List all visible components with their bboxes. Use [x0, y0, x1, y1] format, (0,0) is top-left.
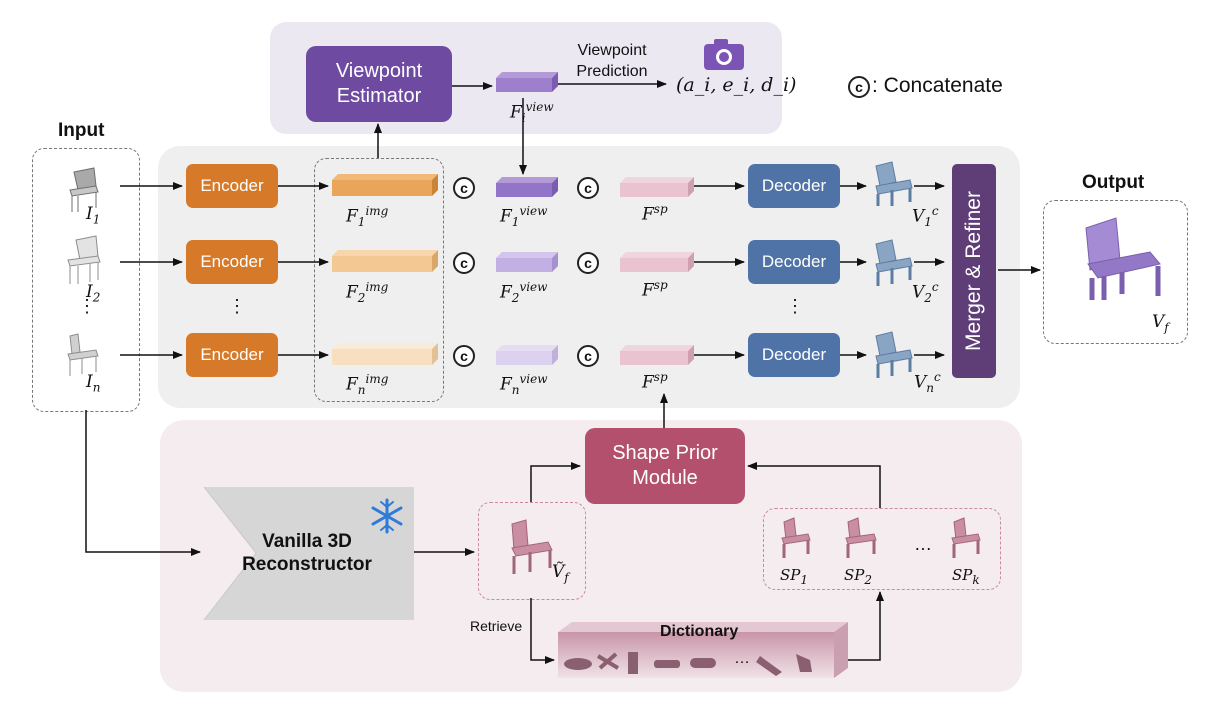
- f-sp-label-n: Fsp: [642, 370, 668, 393]
- chair-icon: [69, 167, 99, 212]
- concatenate-legend: : Concatenate: [872, 74, 1003, 97]
- viewpoint-prediction-label: Viewpoint Prediction: [576, 42, 648, 80]
- sp-1-label: SP1: [780, 566, 809, 587]
- viewpoint-estimator-label: Viewpoint Estimator: [335, 60, 423, 107]
- input-vertical-dots: ⋮: [78, 296, 96, 316]
- dictionary-label: Dictionary: [660, 623, 739, 640]
- chair-icon: [875, 161, 913, 378]
- input-label-1: I1: [86, 204, 101, 227]
- decoder-box-1: Decoder: [748, 164, 840, 208]
- sp-k-label: SPk: [952, 566, 980, 587]
- output-label: Output: [1082, 172, 1145, 193]
- sp-2-label: SP2: [844, 566, 873, 587]
- encoder-box-n: Encoder: [186, 333, 278, 377]
- v-f-label: Vf: [1152, 312, 1169, 335]
- v-c-2-label: V2c: [912, 280, 939, 306]
- decoder-label: Decoder: [761, 252, 827, 271]
- dictionary-slab: [558, 632, 834, 678]
- decoder-label: Decoder: [761, 176, 827, 195]
- concat-circle: c: [577, 177, 599, 199]
- vanilla-reconstructor-label: Vanilla 3D Reconstructor: [242, 531, 372, 575]
- merger-refiner-label: Merger & Refiner: [962, 191, 986, 351]
- reconstructor-shape: [204, 487, 414, 620]
- viewpoint-estimator-box: Viewpoint Estimator: [306, 46, 452, 122]
- f-img-n-label: Fnimg: [346, 372, 389, 398]
- chair-icon: [511, 519, 553, 574]
- concat-circle: c: [453, 345, 475, 367]
- encoder-box-2: Encoder: [186, 240, 278, 284]
- view-feature-bars: [496, 72, 558, 365]
- viewpoint-result: (a_i, e_i, d_i): [676, 74, 797, 96]
- encoder-label: Encoder: [200, 252, 264, 271]
- image-feature-group: [314, 158, 444, 402]
- f-sp-label-2: Fsp: [642, 278, 668, 301]
- encoder-label: Encoder: [200, 345, 264, 364]
- f-view-i-label: Fiview: [510, 100, 554, 126]
- shape-prior-module-box: Shape Prior Module: [585, 428, 745, 504]
- input-label-n: In: [86, 372, 101, 395]
- shape-prior-module-label: Shape Prior Module: [612, 442, 718, 489]
- f-view-n-label: Fnview: [500, 372, 548, 398]
- concat-circle: c: [577, 252, 599, 274]
- decoder-box-n: Decoder: [748, 333, 840, 377]
- concat-circle: c: [453, 177, 475, 199]
- retrieve-label: Retrieve: [470, 618, 523, 634]
- v-c-1-label: V1c: [912, 204, 939, 230]
- decoder-box-2: Decoder: [748, 240, 840, 284]
- f-sp-label-1: Fsp: [642, 202, 668, 225]
- dictionary-ellipsis: …: [734, 650, 750, 667]
- concat-circle: c: [453, 252, 475, 274]
- input-label-2: I2: [86, 282, 101, 305]
- input-label: Input: [58, 120, 105, 141]
- f-view-2-label: F2view: [500, 280, 548, 306]
- chair-icon: [67, 333, 99, 376]
- f-img-2-label: F2img: [346, 280, 389, 306]
- v-f-tilde-label: Ṽf: [552, 562, 569, 585]
- concatenate-symbol: c: [848, 76, 870, 98]
- coarse-shape-group: [478, 502, 586, 600]
- sp-ellipsis: …: [914, 534, 932, 554]
- f-view-1-label: F1view: [500, 204, 548, 230]
- chair-icon: [67, 235, 101, 284]
- shape-prior-set-group: [763, 508, 1001, 590]
- chair-icon: [781, 517, 981, 558]
- image-feature-bars: [332, 174, 438, 365]
- encoder-box-1: Encoder: [186, 164, 278, 208]
- decoder-label: Decoder: [761, 345, 827, 364]
- merger-refiner-box: Merger & Refiner: [952, 164, 996, 378]
- encoder-label: Encoder: [200, 176, 264, 195]
- concat-circle: c: [577, 345, 599, 367]
- output-group: [1043, 200, 1188, 344]
- shape-prior-feature-bars: [620, 177, 694, 365]
- chair-icon: [1085, 217, 1161, 300]
- encoder-vertical-dots: ⋮: [228, 296, 246, 316]
- v-c-n-label: Vnc: [914, 370, 941, 396]
- f-img-1-label: F1img: [346, 204, 389, 230]
- snowflake-icon: [371, 498, 403, 534]
- decoder-vertical-dots: ⋮: [786, 296, 804, 316]
- camera-icon: [704, 39, 744, 70]
